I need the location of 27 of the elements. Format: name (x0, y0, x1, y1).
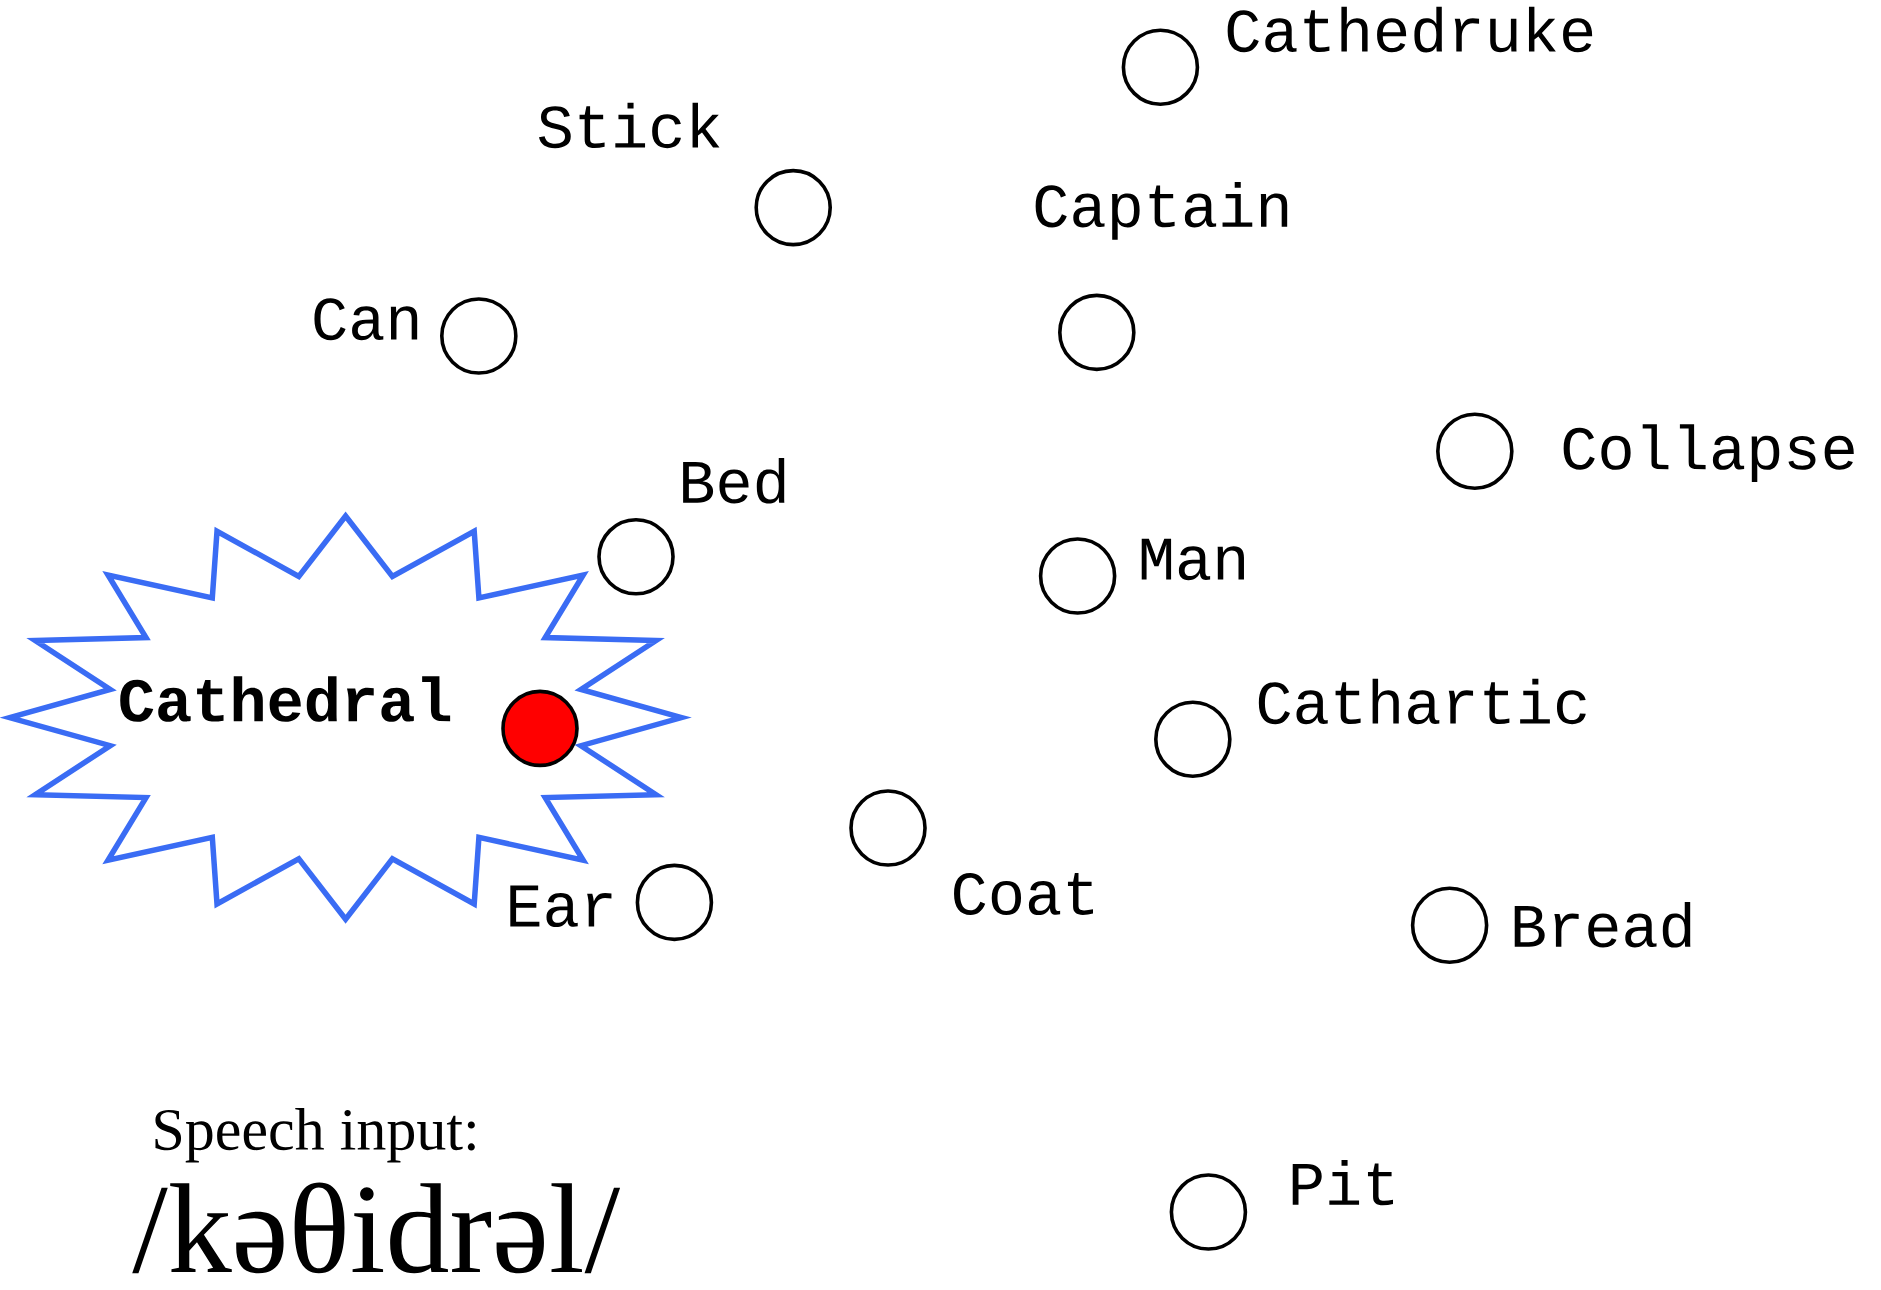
circle (1169, 1173, 1248, 1251)
phonetic-text: /kəθidrəl/ (132, 1182, 621, 1274)
word-label: Captain (1035, 181, 1288, 240)
dot (501, 689, 579, 768)
circle (1121, 28, 1200, 106)
circle (754, 168, 832, 247)
word-label: Stick (539, 102, 720, 149)
word-label: Pit (1292, 1159, 1393, 1206)
word-label: Can (314, 298, 418, 341)
circle (849, 789, 927, 867)
circle (597, 518, 675, 596)
caption-text: Speech input: (155, 1107, 475, 1163)
word-label: Bread (1514, 901, 1691, 948)
word-label: Cathedruke (1227, 6, 1593, 53)
circle (1058, 293, 1136, 372)
circle (440, 297, 518, 375)
word-label: Ear (510, 885, 612, 927)
circle (1436, 412, 1514, 490)
circle (635, 863, 714, 942)
word-label: Collapse (1563, 424, 1854, 483)
circle (1038, 537, 1117, 615)
circle (1154, 700, 1232, 778)
word-label: Man (1141, 538, 1244, 581)
word-label: Bed (683, 457, 785, 504)
circle (1410, 886, 1489, 964)
word-label: Coat (954, 872, 1093, 915)
word-label: Cathartic (1258, 678, 1586, 725)
